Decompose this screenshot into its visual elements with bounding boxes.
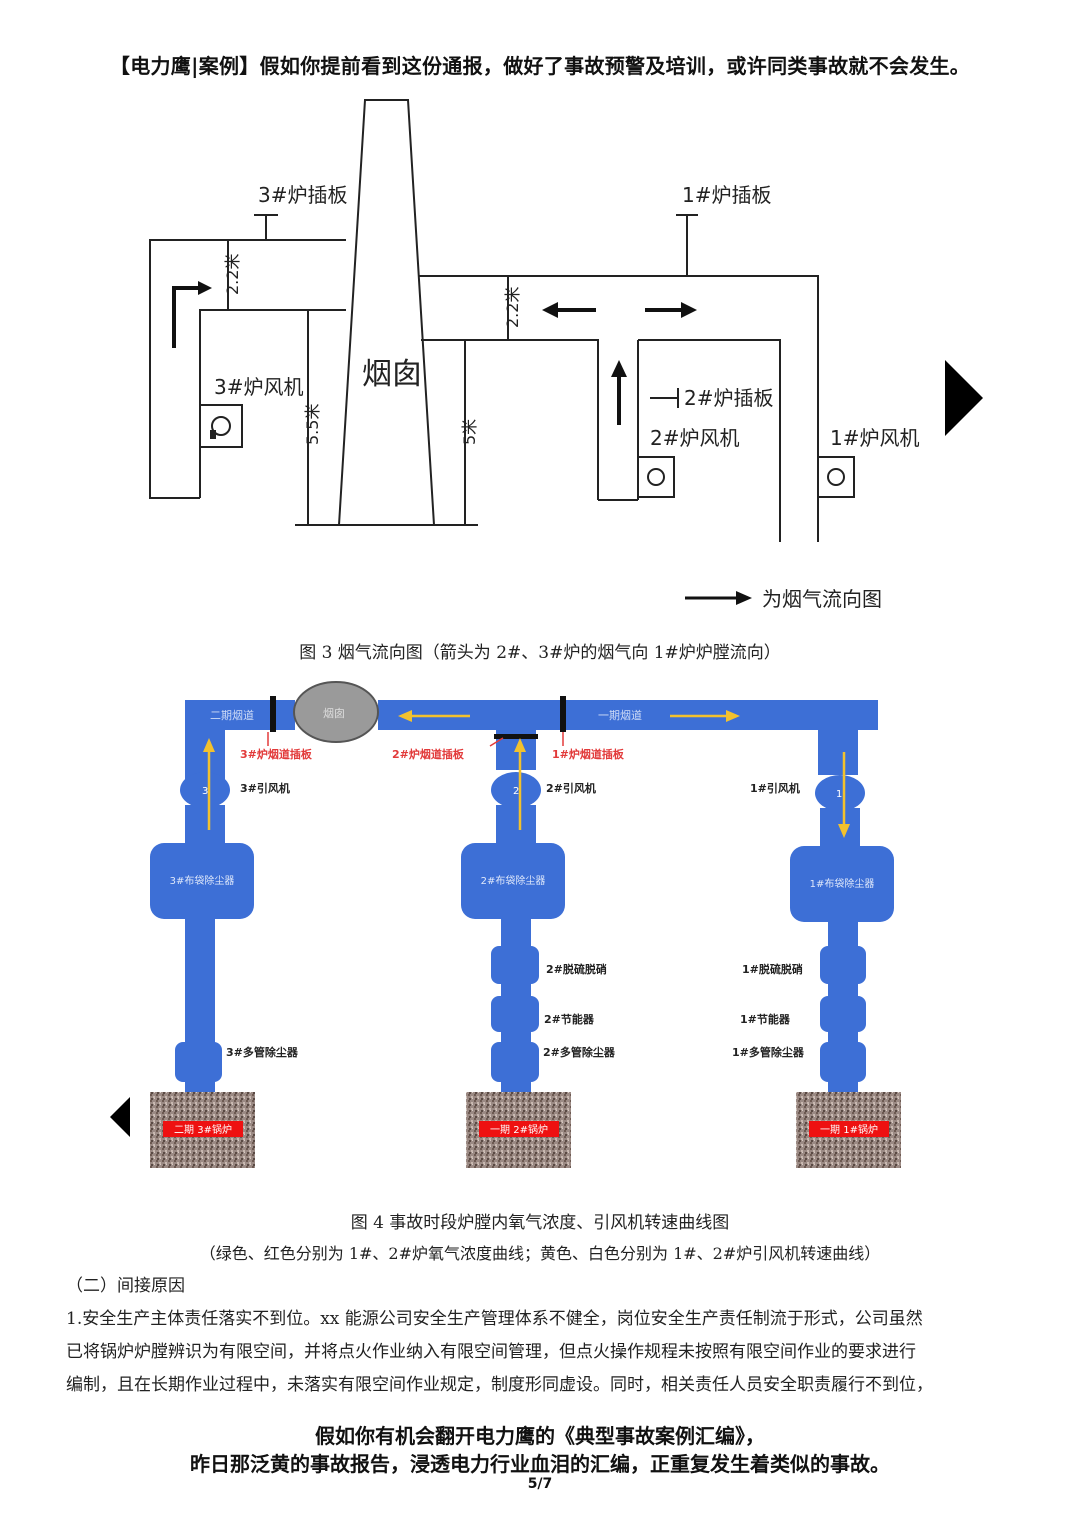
boiler-system-diagram: 二期烟道 一期烟道 烟囱 3#炉烟道插板 2#炉烟道插板 1#炉烟道插板 3#引… [150, 681, 901, 1168]
label-plate-2-4: 2#炉烟道插板 [392, 747, 465, 761]
label-desulf-2: 2#脱硫脱硝 [546, 962, 607, 976]
fan-icon [647, 468, 665, 486]
paragraph-line-3: 编制，且在长期作业过程中，未落实有限空间作业规定，制度形同虚设。同时，相关责任人… [66, 1375, 933, 1395]
fan-2-num: 2 [513, 786, 519, 797]
fan-3-num: 3 [202, 786, 208, 797]
label-econ-2: 2#节能器 [544, 1012, 595, 1026]
footer-line-1: 假如你有机会翻开电力鹰的《典型事故案例汇编》， [315, 1424, 765, 1448]
label-econ-1: 1#节能器 [740, 1012, 791, 1026]
label-plate-2: 2#炉插板 [684, 386, 773, 410]
boiler-1-block [796, 1092, 901, 1168]
dim-22-right: 2.2米 [503, 287, 522, 328]
damper-2 [494, 734, 538, 739]
fan-1-box [817, 456, 855, 498]
duct-3-outer [149, 239, 346, 499]
label-bag-3: 3#布袋除尘器 [170, 874, 235, 887]
fan-3-box [199, 404, 243, 448]
duct-right-inner [421, 339, 599, 500]
label-plate-1-4: 1#炉烟道插板 [552, 747, 625, 761]
label-duct-1: 一期烟道 [598, 708, 642, 722]
label-plate-3-4: 3#炉烟道插板 [240, 747, 313, 761]
label-multi-3: 3#多管除尘器 [226, 1045, 299, 1059]
label-chimney-4: 烟囱 [323, 706, 345, 720]
label-fan-2-4: 2#引风机 [546, 781, 596, 795]
dim-5: 5米 [460, 419, 479, 445]
fan-icon [211, 416, 231, 436]
damper-3 [270, 696, 276, 732]
duct-right-outer [418, 275, 819, 542]
boiler-2-block [466, 1092, 571, 1168]
label-boiler-2: 一期 2#锅炉 [490, 1124, 548, 1136]
paragraph-line-1: 1.安全生产主体责任落实不到位。xx 能源公司安全生产管理体系不健全，岗位安全生… [66, 1309, 923, 1329]
dim-22-left: 2.2米 [223, 254, 242, 295]
label-fan-2: 2#炉风机 [650, 426, 739, 450]
prev-page-arrow-icon[interactable] [110, 1097, 130, 1137]
page-number: 5/7 [527, 1476, 553, 1492]
legend-label: 为烟气流向图 [762, 587, 882, 611]
label-boiler-3: 二期 3#锅炉 [174, 1124, 232, 1136]
label-plate-3: 3#炉插板 [258, 183, 347, 207]
label-fan-3: 3#炉风机 [214, 375, 303, 399]
next-page-arrow-icon[interactable] [945, 360, 983, 436]
fan-1-num: 1 [836, 789, 842, 800]
footer-line-2: 昨日那泛黄的事故报告，浸透电力行业血泪的汇编，正重复发生着类似的事故。 [190, 1452, 890, 1476]
paragraph-line-2: 已将锅炉炉膛辨识为有限空间，并将点火作业纳入有限空间管理，但点火操作规程未按照有… [66, 1342, 916, 1362]
damper-1 [560, 696, 566, 732]
label-fan-3-4: 3#引风机 [240, 781, 290, 795]
label-desulf-1: 1#脱硫脱硝 [742, 962, 803, 976]
label-chimney: 烟囱 [362, 357, 422, 392]
label-bag-1: 1#布袋除尘器 [810, 877, 875, 890]
flow-arrow-3-up-right [172, 286, 200, 348]
section-heading: （二）间接原因 [66, 1276, 185, 1296]
flue-gas-flow-diagram: 3#炉插板 1#炉插板 2#炉插板 烟囱 3#炉风机 2#炉风机 1#炉风机 为… [149, 99, 919, 611]
label-plate-1: 1#炉插板 [682, 183, 771, 207]
fan-icon [827, 468, 845, 486]
label-fan-1-4: 1#引风机 [750, 781, 800, 795]
dim-55: 5.5米 [303, 404, 322, 445]
fig3-caption: 图 3 烟气流向图（箭头为 2#、3#炉的烟气向 1#炉炉膛流向） [299, 643, 781, 663]
chimney-node [293, 681, 379, 743]
fig4-caption: 图 4 事故时段炉膛内氧气浓度、引风机转速曲线图 [350, 1213, 730, 1233]
label-multi-1: 1#多管除尘器 [732, 1045, 805, 1059]
label-multi-2: 2#多管除尘器 [543, 1045, 616, 1059]
label-duct-2: 二期烟道 [210, 708, 254, 722]
fan-2-box [637, 456, 675, 498]
label-bag-2: 2#布袋除尘器 [481, 874, 546, 887]
fig4-subcaption: （绿色、红色分别为 1#、2#炉氧气浓度曲线；黄色、白色分别为 1#、2#炉引风… [199, 1244, 881, 1263]
page-headline: 【电力鹰|案例】假如你提前看到这份通报，做好了事故预警及培训，或许同类事故就不会… [109, 54, 971, 78]
label-boiler-1: 一期 1#锅炉 [820, 1124, 878, 1136]
boiler-3-block [150, 1092, 255, 1168]
label-fan-1: 1#炉风机 [830, 426, 919, 450]
chimney-outline [337, 99, 436, 526]
